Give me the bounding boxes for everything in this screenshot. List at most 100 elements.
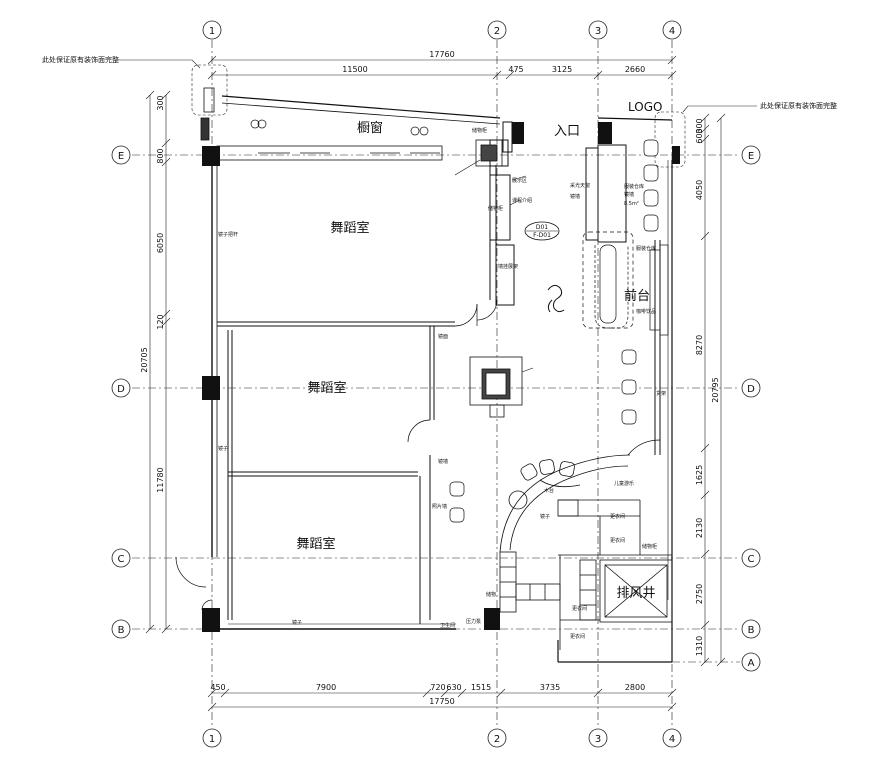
bottom-dimension-lines [207, 688, 677, 712]
axis-bubble-3-bottom: 3 [588, 728, 608, 748]
bottom-dim-seg: 720 [430, 683, 445, 692]
axis-bubble-4-bottom: 4 [662, 728, 682, 748]
right-dim-seg: 8270 [695, 335, 704, 355]
room-label-front-desk: 前台 [624, 288, 650, 304]
top-total-dim: 17760 [429, 50, 454, 59]
bottom-dim-seg: 630 [446, 683, 461, 692]
svg-text:2: 2 [494, 734, 500, 745]
building-walls [211, 95, 673, 663]
svg-text:镜子: 镜子 [218, 445, 228, 452]
svg-text:镜面: 镜面 [438, 333, 448, 340]
svg-text:1: 1 [209, 26, 215, 37]
left-dim-seg: 300 [156, 95, 165, 110]
lounge-sofa [499, 454, 631, 553]
axis-bubble-1-bottom: 1 [202, 728, 222, 748]
axis-bubble-B-right: B [741, 619, 761, 639]
svg-text:镜子: 镜子 [292, 619, 302, 626]
svg-text:照片墙: 照片墙 [432, 503, 447, 510]
room-label-dance-2: 舞蹈室 [307, 380, 346, 396]
svg-text:镜子把杆: 镜子把杆 [218, 231, 238, 238]
left-total-dim: 20705 [140, 347, 149, 372]
right-wall-shelves [627, 244, 669, 456]
lobby-display-stand [469, 139, 523, 418]
door-swings [175, 299, 498, 611]
svg-text:展示区: 展示区 [512, 178, 527, 184]
bottom-dim-seg: 2800 [625, 683, 645, 692]
svg-text:4: 4 [669, 734, 675, 745]
right-dim-seg: 4050 [695, 180, 704, 200]
svg-text:储物柜: 储物柜 [488, 205, 503, 212]
top-dim-seg: 3125 [552, 65, 572, 74]
bottom-dim-seg: 7900 [316, 683, 336, 692]
svg-text:C: C [118, 554, 125, 565]
svg-text:镜子: 镜子 [540, 513, 550, 520]
svg-text:E: E [118, 151, 124, 162]
bottom-total-dim: 17750 [429, 697, 454, 706]
right-dim-seg: 300 [695, 118, 704, 133]
logo-text: LOGO [628, 100, 662, 114]
top-dim-seg: 11500 [342, 65, 367, 74]
room-label-dance-1: 舞蹈室 [330, 220, 369, 236]
axis-bubble-1-top: 1 [202, 20, 222, 40]
bottom-dim-seg: 3735 [540, 683, 560, 692]
svg-text:货架: 货架 [656, 390, 666, 397]
chairs-right [449, 139, 659, 523]
svg-text:更衣间: 更衣间 [572, 605, 587, 612]
axis-bubble-B-left: B [111, 619, 131, 639]
right-dim-seg: 1310 [695, 636, 704, 656]
svg-text:此处保证原有装饰面完整: 此处保证原有装饰面完整 [42, 55, 119, 64]
room-label-dance-3: 舞蹈室 [296, 536, 335, 552]
svg-text:镜墙: 镜墙 [438, 458, 448, 465]
svg-text:F-D01: F-D01 [533, 232, 551, 239]
svg-text:更衣间: 更衣间 [570, 633, 585, 640]
svg-text:木台: 木台 [544, 487, 554, 494]
left-dim-seg: 6050 [156, 233, 165, 253]
left-dimension-lines [145, 90, 171, 634]
bottom-dim-seg: 450 [210, 683, 225, 692]
room-label-entrance: 入口 [554, 124, 580, 139]
svg-text:卫生间: 卫生间 [440, 622, 455, 629]
axis-bubble-3-top: 3 [588, 20, 608, 40]
axis-bubble-D-right: D [741, 378, 761, 398]
svg-text:储物: 储物 [486, 591, 496, 598]
structural-columns [202, 122, 680, 632]
svg-text:4: 4 [669, 26, 675, 37]
note-top-left: 此处保证原有装饰面完整 [42, 55, 228, 116]
axis-bubble-E-left: E [111, 145, 131, 165]
right-total-dim: 20795 [711, 377, 720, 402]
axis-bubble-2-bottom: 2 [487, 728, 507, 748]
svg-text:3: 3 [595, 26, 601, 37]
svg-text:服装仓库: 服装仓库 [624, 183, 644, 190]
left-dim-seg: 120 [156, 314, 165, 329]
top-dim-seg: 2660 [625, 65, 645, 74]
svg-text:储物柜: 储物柜 [642, 543, 657, 550]
svg-text:镜墙: 镜墙 [624, 191, 634, 198]
svg-text:更衣间: 更衣间 [610, 513, 625, 520]
room-label-exhaust: 排风井 [616, 586, 655, 601]
tag-ellipse: D01 F-D01 [524, 221, 560, 241]
svg-text:咖啡饮品: 咖啡饮品 [636, 308, 656, 315]
svg-text:服装仓库: 服装仓库 [636, 245, 656, 252]
svg-text:儿童游乐: 儿童游乐 [614, 480, 634, 487]
right-dimension-lines [700, 113, 726, 667]
top-dimension-lines [207, 55, 677, 80]
svg-text:D: D [117, 384, 125, 395]
svg-text:E: E [748, 151, 754, 162]
shop-window-counter [216, 145, 443, 161]
svg-text:采光天窗: 采光天窗 [570, 182, 590, 189]
left-dim-seg: 11780 [156, 467, 165, 492]
exhaust-shaft [599, 559, 673, 623]
right-dim-seg: 2750 [695, 584, 704, 604]
svg-text:A: A [748, 658, 755, 669]
axis-bubble-C-right: C [741, 548, 761, 568]
top-left-column-detail [200, 87, 215, 141]
right-dim-seg: 1625 [695, 465, 704, 485]
changing-rooms [499, 499, 672, 650]
axis-bubble-4-top: 4 [662, 20, 682, 40]
axis-bubble-A-right: A [741, 652, 761, 672]
small-labels: 储物柜 展示区 课程介绍 储物柜 墙挂展架 镜子把杆 镜面 服装仓库 服装仓库 … [218, 127, 666, 640]
svg-text:3: 3 [595, 734, 601, 745]
right-dim-seg: 2130 [695, 518, 704, 538]
svg-text:压力泵: 压力泵 [466, 618, 481, 625]
